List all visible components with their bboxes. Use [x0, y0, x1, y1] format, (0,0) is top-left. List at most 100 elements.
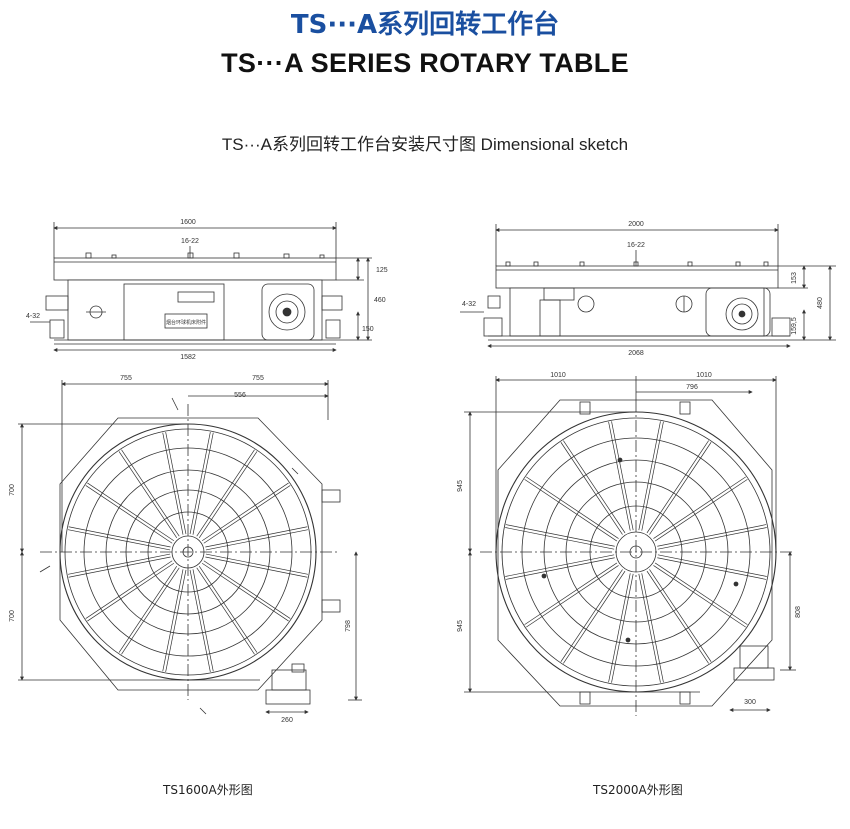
t-slot-line: [608, 421, 631, 531]
t-slot-line: [85, 560, 173, 619]
right-dim-v-upper: 945: [457, 480, 464, 492]
right-t-slots: [505, 421, 767, 683]
right-dim-radius-offset: 796: [686, 384, 698, 391]
t-slot-line: [196, 449, 255, 537]
t-slot-line: [505, 527, 615, 550]
left-dim-radius-offset: 556: [234, 392, 246, 399]
t-slot-line: [67, 529, 171, 551]
right-dim-v-lower: 945: [457, 620, 464, 632]
t-slot-line: [198, 565, 258, 653]
t-slot-line: [657, 524, 767, 547]
t-slot-line: [611, 573, 634, 683]
t-slot-line: [192, 432, 214, 535]
t-slot-line: [638, 421, 661, 531]
t-slot-line: [203, 485, 291, 544]
t-slot-line: [203, 560, 291, 619]
left-t-slots: [67, 431, 309, 673]
right-caption: TS2000A外形图: [593, 783, 683, 797]
t-slot-line: [205, 556, 308, 578]
left-dim-holes: 4-32: [26, 313, 40, 320]
t-slot-line: [654, 562, 748, 625]
t-slot-line: [205, 553, 309, 575]
t-slot-line: [657, 554, 767, 577]
t-slot-line: [165, 569, 187, 673]
t-slot-line: [505, 554, 615, 577]
t-slot-line: [189, 569, 211, 673]
t-slot-line: [560, 442, 623, 535]
t-slot-line: [563, 440, 626, 534]
t-slot-line: [165, 431, 187, 535]
t-slot-line: [205, 529, 309, 551]
left-dim-v-upper: 700: [9, 484, 16, 496]
t-slot-line: [87, 482, 175, 542]
t-slot-line: [87, 562, 175, 622]
right-dim-motor-width: 300: [744, 699, 756, 706]
left-dim-top-width: 1600: [180, 219, 196, 226]
t-slot-line: [121, 449, 180, 537]
t-slot-line: [505, 524, 615, 547]
left-dim-half-left: 755: [120, 375, 132, 382]
left-dim-motor-width: 260: [281, 717, 293, 724]
t-slot-line: [641, 421, 664, 531]
left-dim-h-top: 125: [376, 267, 388, 274]
right-dim-h-base: 159,5: [791, 317, 798, 335]
t-slot-line: [646, 440, 709, 534]
t-slot-line: [646, 570, 709, 664]
right-dim-h-total: 480: [817, 297, 824, 309]
left-dim-v-right: 798: [345, 620, 352, 632]
left-dim-half-right: 755: [252, 375, 264, 382]
left-dim-h-total: 460: [374, 297, 386, 304]
t-slot-line: [162, 569, 184, 672]
t-slot-line: [85, 485, 173, 544]
t-slot-line: [563, 570, 626, 664]
t-slot-line: [649, 442, 712, 535]
right-dim-base-width: 2068: [628, 350, 644, 357]
right-side-view: [460, 224, 836, 348]
left-dim-v-lower: 700: [9, 610, 16, 622]
t-slot-line: [526, 565, 619, 628]
left-dim-h-base: 150: [362, 326, 374, 333]
t-slot-line: [162, 432, 184, 535]
t-slot-line: [654, 479, 748, 542]
t-slot-line: [560, 569, 623, 662]
left-caption: TS1600A外形图: [163, 783, 253, 797]
t-slot-line: [198, 451, 258, 539]
left-top-view: [18, 380, 362, 715]
t-slot-line: [657, 557, 767, 580]
left-side-view: [30, 222, 372, 352]
t-slot-line: [189, 431, 211, 535]
t-slot-line: [649, 569, 712, 662]
t-slot-line: [641, 573, 664, 683]
t-slot-line: [68, 526, 171, 548]
t-slot-line: [611, 421, 634, 531]
left-dim-slot: 16-22: [181, 238, 199, 245]
t-slot-line: [118, 565, 178, 653]
t-slot-line: [653, 476, 746, 539]
t-slot-line: [638, 573, 661, 683]
t-slot-line: [201, 562, 289, 622]
t-slot-line: [505, 557, 615, 580]
t-slot-line: [118, 451, 178, 539]
t-slot-line: [653, 565, 746, 628]
t-slot-line: [201, 482, 289, 542]
t-slot-line: [67, 553, 171, 575]
t-slot-line: [192, 569, 214, 672]
page-title-en: TS···A SERIES ROTARY TABLE: [221, 48, 629, 78]
t-slot-line: [68, 556, 171, 578]
left-nameplate: 烟台环球机床附件: [166, 319, 206, 326]
right-dim-top-width: 2000: [628, 221, 644, 228]
right-dim-v-right: 808: [795, 606, 802, 618]
t-slot-line: [196, 567, 255, 655]
page-subtitle: TS···A系列回转工作台安装尺寸图 Dimensional sketch: [221, 135, 629, 154]
right-dim-half-right: 1010: [696, 372, 712, 379]
t-slot-line: [205, 526, 308, 548]
left-dim-base-width: 1582: [180, 354, 196, 361]
t-slot-line: [608, 573, 631, 683]
right-dim-slot: 16-22: [627, 242, 645, 249]
t-slot-line: [526, 476, 619, 539]
page-title-cn: TS···A系列回转工作台: [290, 10, 560, 40]
right-dim-half-left: 1010: [550, 372, 566, 379]
t-slot-line: [524, 562, 618, 625]
right-dim-holes: 4-32: [462, 301, 476, 308]
